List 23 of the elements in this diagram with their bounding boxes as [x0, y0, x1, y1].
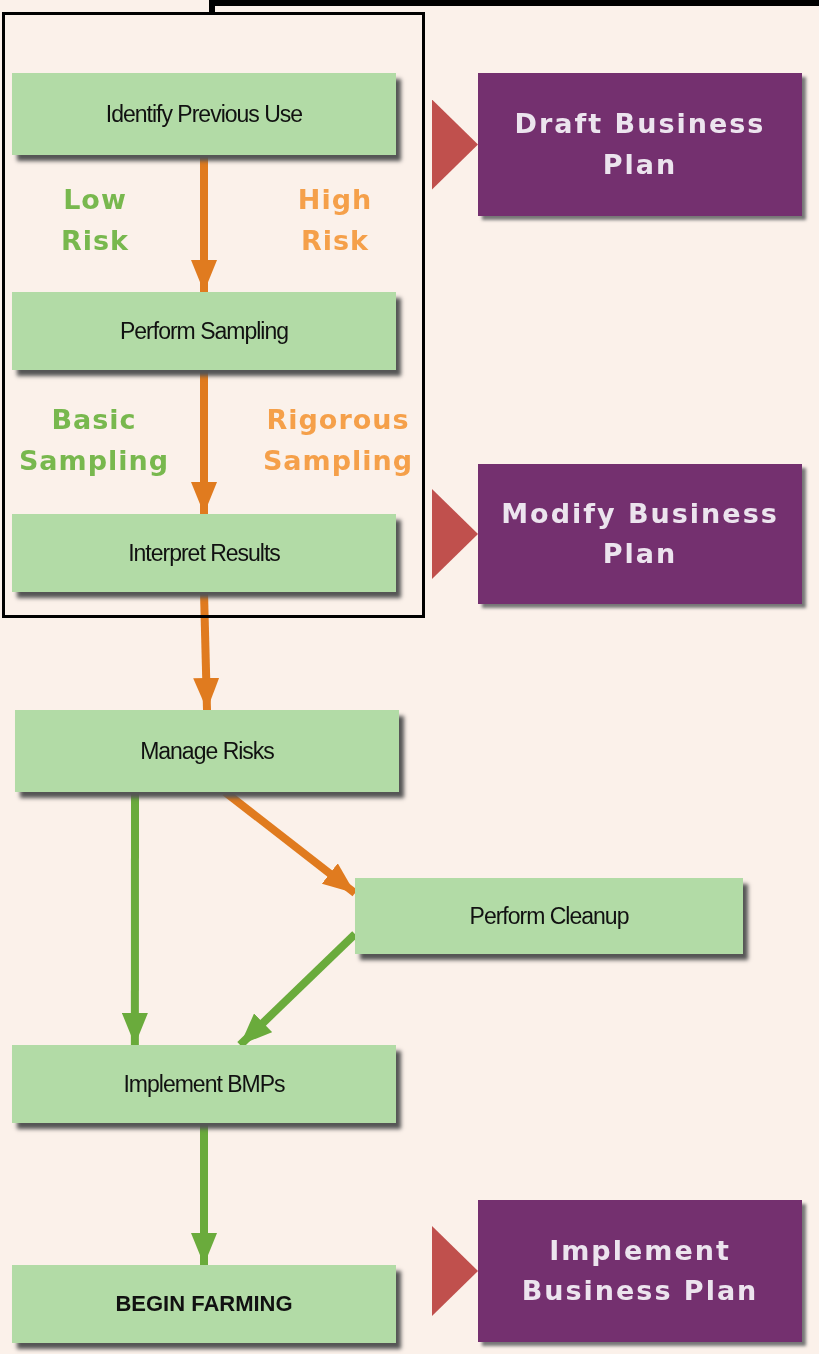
branch-label: Rigorous Sampling	[261, 403, 415, 478]
step-box: Perform Cleanup	[355, 878, 743, 954]
plan-box: Draft Business Plan	[478, 73, 802, 216]
branch-label: Basic Sampling	[17, 403, 171, 478]
branch-label: Low Risk	[59, 183, 131, 258]
step-box: Implement BMPs	[12, 1045, 396, 1123]
arrow	[191, 370, 217, 514]
arrow	[193, 591, 220, 711]
chevron-arrow	[432, 489, 478, 579]
step-box: Identify Previous Use	[12, 73, 396, 155]
plan-box: Implement Business Plan	[478, 1200, 802, 1342]
chevron-arrow	[432, 99, 478, 190]
plan-box: Modify Business Plan	[478, 464, 802, 604]
chevron-arrow	[432, 1226, 478, 1316]
step-box: BEGIN FARMING	[12, 1265, 396, 1343]
step-box: Interpret Results	[12, 514, 396, 592]
arrow	[191, 1123, 217, 1265]
chevron-arrow	[121, 792, 148, 1045]
arrow	[191, 155, 217, 292]
step-box: Perform Sampling	[12, 292, 396, 370]
branch-label: High Risk	[296, 183, 374, 258]
group-frame	[2, 12, 425, 618]
step-box: Manage Risks	[15, 710, 399, 792]
